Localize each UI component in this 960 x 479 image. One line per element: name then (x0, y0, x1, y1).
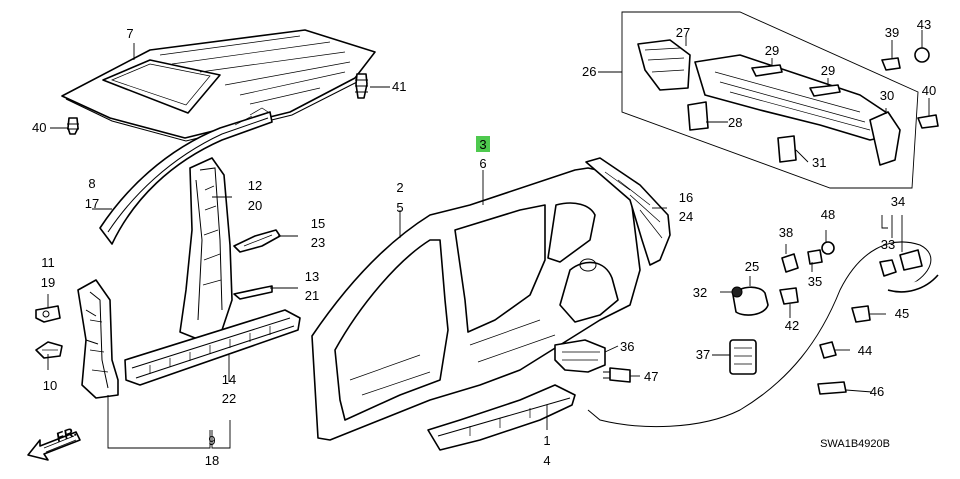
bolt-47[interactable] (603, 367, 631, 383)
diagram-code: SWA1B4920B (820, 438, 890, 450)
callout-8: 8 (88, 176, 95, 191)
callout-42: 42 (785, 318, 799, 333)
clip-45[interactable] (851, 305, 871, 323)
callout-47: 47 (644, 369, 658, 384)
clip-40-left[interactable] (67, 117, 79, 135)
callout-9: 9 (208, 433, 215, 448)
bracket-29b[interactable] (809, 84, 841, 97)
rear-pillar-inner-27[interactable] (637, 39, 691, 91)
actuator-37[interactable] (729, 339, 757, 375)
bracket-31[interactable] (777, 135, 797, 163)
cable-34[interactable] (887, 249, 939, 293)
rear-panel-inner[interactable] (694, 54, 893, 141)
callout-12: 12 (248, 178, 262, 193)
fuel-lid-opener-cable[interactable] (587, 241, 932, 428)
callout-24: 24 (679, 209, 693, 224)
callout-17: 17 (85, 196, 99, 211)
callout-40-left: 40 (32, 120, 46, 135)
callout-5: 5 (396, 200, 403, 215)
callout-48: 48 (821, 207, 835, 222)
callout-29-a: 29 (765, 43, 779, 58)
clip-41[interactable] (355, 73, 368, 99)
clip-43[interactable] (914, 47, 930, 63)
callout-22: 22 (222, 391, 236, 406)
callout-labels: 7 41 40 8 17 12 20 15 23 13 21 11 19 10 … (32, 17, 936, 468)
callout-32: 32 (693, 285, 707, 300)
callout-46: 46 (870, 384, 884, 399)
front-arrow-label: FR. (54, 424, 79, 445)
bracket-30[interactable] (869, 111, 901, 166)
roof-panel[interactable] (61, 29, 376, 142)
tape-46[interactable] (817, 381, 847, 395)
callout-23: 23 (311, 235, 325, 250)
leader-lines (47, 30, 930, 449)
callout-3: 3 (479, 137, 486, 152)
body-side-outer[interactable] (311, 167, 641, 441)
clip-42[interactable] (779, 287, 799, 305)
callout-41: 41 (392, 79, 406, 94)
callout-37: 37 (696, 347, 710, 362)
callout-28: 28 (728, 115, 742, 130)
callout-20: 20 (248, 198, 262, 213)
callout-29-b: 29 (821, 63, 835, 78)
sill-outer[interactable] (427, 384, 576, 451)
bracket-19[interactable] (35, 305, 61, 323)
callout-18: 18 (205, 453, 219, 468)
front-pillar[interactable] (77, 279, 119, 399)
callout-27: 27 (676, 25, 690, 40)
callout-44: 44 (858, 343, 872, 358)
callout-33: 33 (881, 237, 895, 252)
rear-panel-group-box (621, 11, 919, 189)
sill-inner[interactable] (124, 309, 301, 386)
fuel-filler-bracket-36[interactable] (554, 339, 606, 373)
bracket-28[interactable] (687, 101, 709, 131)
callout-43: 43 (917, 17, 931, 32)
clip-35[interactable] (807, 249, 823, 265)
callout-7: 7 (126, 26, 133, 41)
callout-38: 38 (779, 225, 793, 240)
bracket-10[interactable] (35, 341, 63, 359)
callout-36: 36 (620, 339, 634, 354)
callout-14: 14 (222, 372, 236, 387)
callout-45: 45 (895, 306, 909, 321)
callout-25: 25 (745, 259, 759, 274)
clip-40-right[interactable] (917, 114, 939, 129)
clip-44[interactable] (819, 341, 837, 359)
clip-39[interactable] (881, 57, 901, 71)
callout-40-right: 40 (922, 83, 936, 98)
bracket-29a[interactable] (751, 64, 783, 77)
clip-48[interactable] (821, 241, 835, 255)
callout-4: 4 (543, 453, 550, 468)
clip-38[interactable] (781, 253, 799, 273)
callout-26: 26 (582, 64, 596, 79)
callout-13: 13 (305, 269, 319, 284)
callout-21: 21 (305, 288, 319, 303)
callout-10: 10 (43, 378, 57, 393)
callout-19: 19 (41, 275, 55, 290)
grommet-32[interactable] (731, 286, 743, 298)
bracket-15-23[interactable] (233, 229, 281, 253)
callout-11: 11 (41, 255, 55, 270)
callout-34: 34 (891, 194, 905, 209)
cable-end-33[interactable] (879, 259, 897, 277)
callout-30: 30 (880, 88, 894, 103)
callout-6: 6 (479, 156, 486, 171)
callout-39: 39 (885, 25, 899, 40)
roof-side-rail[interactable] (99, 107, 273, 245)
front-direction-arrow: FR. (27, 424, 81, 461)
callout-31: 31 (812, 155, 826, 170)
b-pillar-inner[interactable] (179, 157, 233, 341)
rear-side-panel-reinforcement[interactable] (585, 157, 671, 266)
callout-16: 16 (679, 190, 693, 205)
callout-2: 2 (396, 180, 403, 195)
callout-3-highlight (476, 136, 490, 152)
bracket-13-21[interactable] (233, 285, 273, 300)
callout-35: 35 (808, 274, 822, 289)
callout-1: 1 (543, 433, 550, 448)
callout-15: 15 (311, 216, 325, 231)
